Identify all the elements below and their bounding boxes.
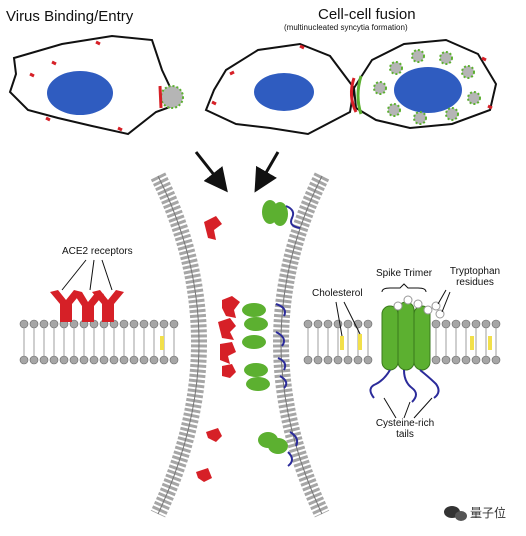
spike-trimer [381,301,431,371]
binding-nucleus [47,71,113,115]
binding-title: Virus Binding/Entry [6,8,134,25]
fusion-subtitle: (multinucleated syncytia formation) [284,23,408,32]
cysteine-pointers [383,397,433,419]
cholesterol-label: Cholesterol [312,288,363,299]
ace2-label: ACE2 receptors [62,246,133,257]
cholesterol-pointers [335,301,361,337]
ace2-membrane [19,319,180,365]
right-curved-membrane [273,172,330,518]
spike-label-brace [381,283,427,293]
wechat-icon [444,506,467,521]
binding-cell [8,34,184,136]
tryptophan-label-line1: Tryptophan [449,266,501,277]
fusion-nucleus-right [394,67,462,113]
fusion-title: Cell-cell fusion [318,6,416,23]
central-ace2-cluster [196,216,240,482]
fusion-cells [204,38,498,136]
arrow-right [254,151,280,193]
virus-particle [160,85,184,109]
fusion-nucleus-left [254,73,314,111]
cysteine-label-line2: tails [396,429,414,440]
cysteine-label-line1: Cysteine-rich [375,418,435,429]
arrow-left [194,151,228,193]
tryptophan-label-line2: residues [456,277,494,288]
left-curved-membrane [150,172,207,518]
central-spike-cluster [242,200,288,454]
ace2-receptors [50,290,124,322]
ace2-label-pointers [61,259,113,291]
spike-trimer-label: Spike Trimer [376,268,433,279]
cysteine-rich-tails [369,369,440,403]
cysteine-label: Cysteine-rich tails [362,418,448,440]
tryptophan-label: Tryptophan residues [438,266,512,288]
central-cysteine-tails [275,205,301,467]
tryptophan-pointers [437,289,451,313]
watermark-text: 量子位 [470,506,507,520]
